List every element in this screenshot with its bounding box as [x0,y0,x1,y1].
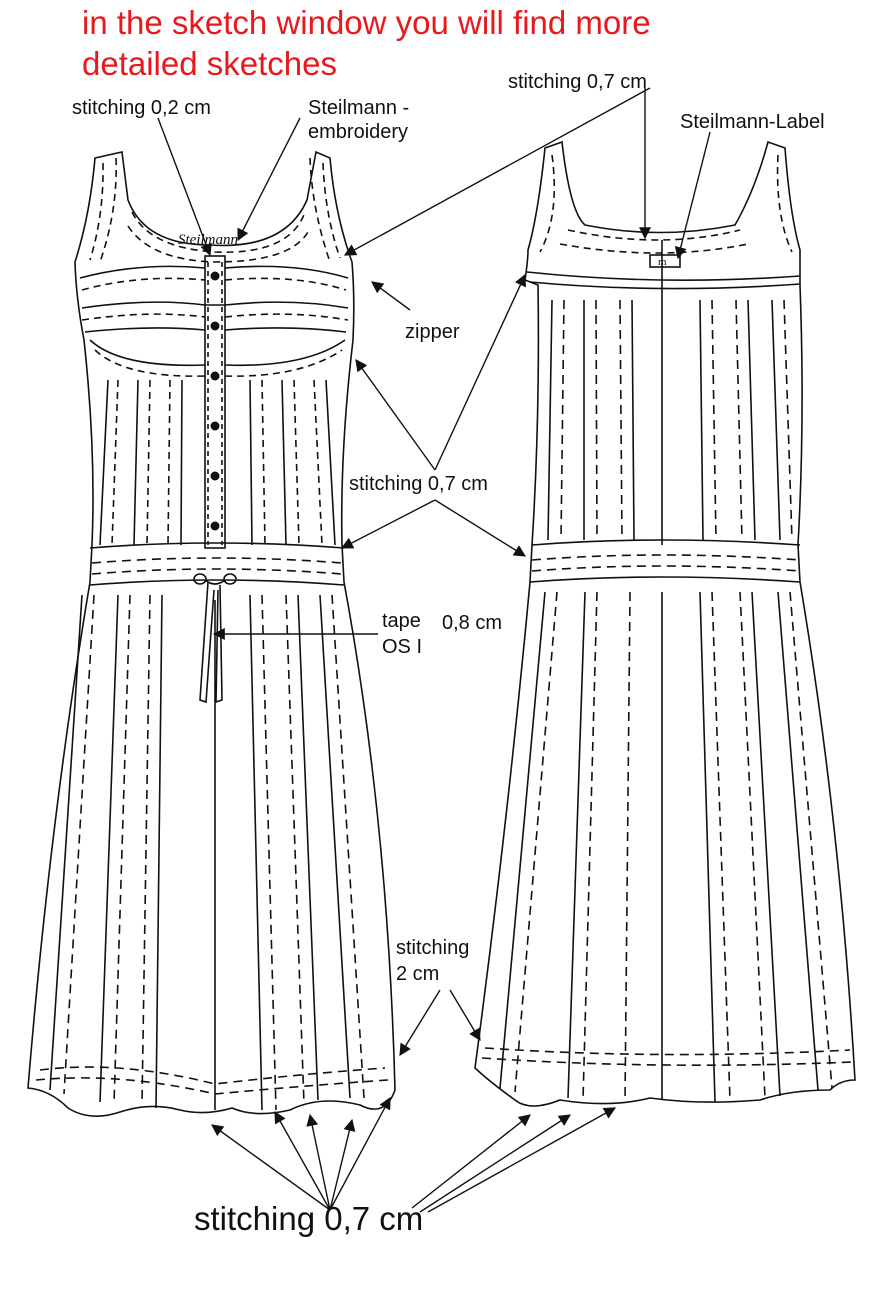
label-zipper: zipper [405,321,460,343]
front-outline [27,150,396,1117]
front-view: Steilmann [27,150,396,1117]
label-stitching-2cm-2: 2 cm [396,963,440,985]
label-embroidery-2: embroidery [308,121,409,143]
label-stitching-02: stitching 0,2 cm [72,97,211,119]
back-outline [474,140,856,1107]
label-os-i: OS I [382,636,423,658]
label-steilmann-label: Steilmann-Label [680,111,825,133]
label-tape: tape [382,610,421,632]
headline-line-2: detailed sketches [82,45,337,82]
front-buttons [210,271,220,531]
headline: in the sketch window you will find more … [82,2,842,84]
back-label-text: m [658,256,667,268]
label-stitching-07-bottom: stitching 0,7 cm [194,1200,424,1237]
label-stitching-07-top: stitching 0,7 cm [508,71,647,93]
back-view: m [474,140,856,1107]
label-embroidery-1: Steilmann - [308,97,410,119]
callout-arrows [157,87,711,1213]
label-stitching-2cm-1: stitching [396,937,470,959]
label-stitching-07-mid: stitching 0,7 cm [349,473,488,495]
label-tape-size: 0,8 cm [442,612,503,634]
headline-line-1: in the sketch window you will find more [82,4,651,41]
embroidery-text: Steilmann [178,232,238,248]
